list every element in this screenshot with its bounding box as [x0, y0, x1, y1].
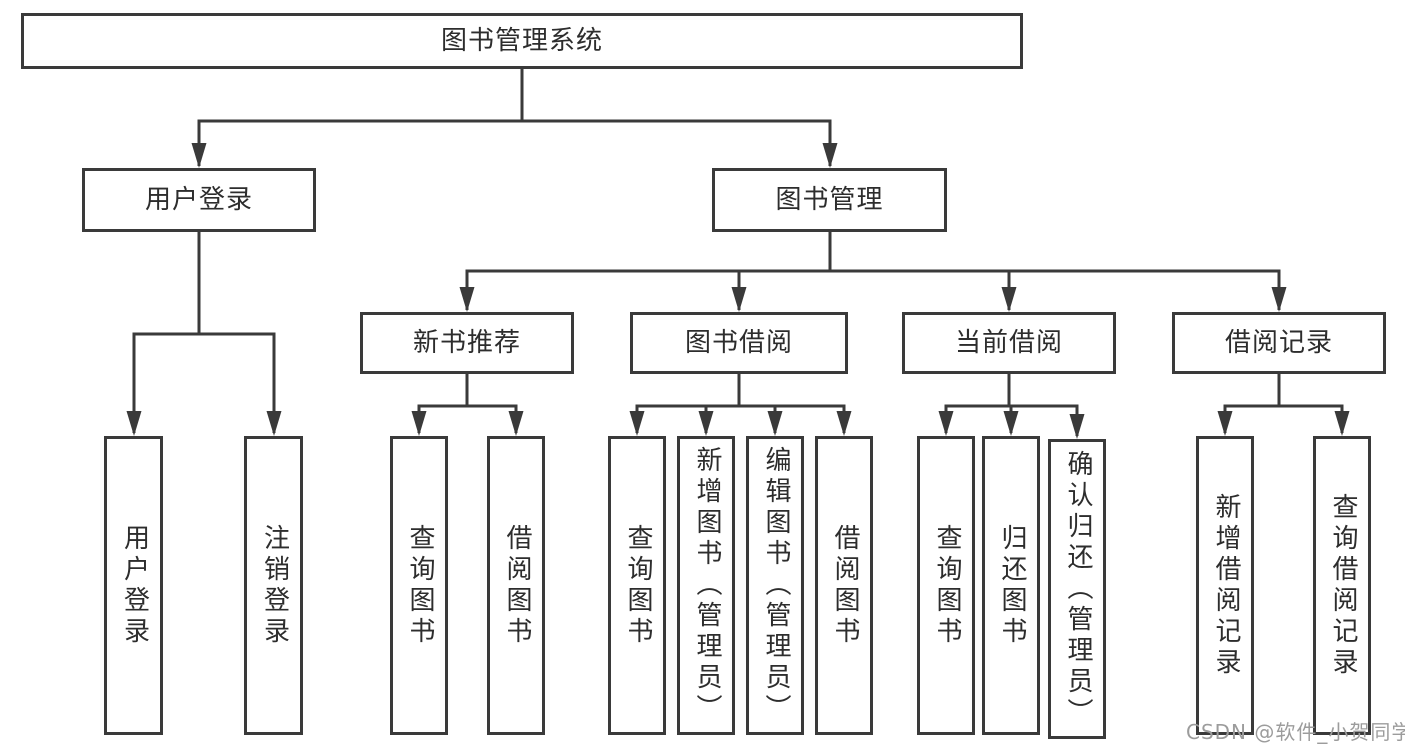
leaf-borrowing-query-book-label: 查询图书	[622, 523, 653, 648]
node-borrowing-records: 借阅记录	[1172, 312, 1386, 374]
leaf-recommend-borrow-book-label: 借阅图书	[501, 523, 532, 648]
leaf-records-add-record: 新增借阅记录	[1196, 436, 1254, 735]
node-borrowing-records-label: 借阅记录	[1224, 328, 1333, 358]
leaf-borrowing-edit-book-label: 编辑图书（管理员）	[760, 446, 791, 725]
leaf-recommend-query-book: 查询图书	[390, 436, 448, 735]
node-root-label: 图书管理系统	[440, 26, 603, 56]
leaf-recommend-query-book-label: 查询图书	[404, 523, 435, 648]
leaf-current-return-book: 归还图书	[982, 436, 1040, 735]
node-current-borrowing: 当前借阅	[902, 312, 1116, 374]
connector-records-to-leaves	[1223, 374, 1344, 433]
leaf-user-login: 用户登录	[104, 436, 163, 735]
leaf-recommend-borrow-book: 借阅图书	[487, 436, 545, 735]
leaf-borrowing-edit-book: 编辑图书（管理员）	[746, 436, 804, 735]
node-root-system: 图书管理系统	[21, 13, 1023, 69]
leaf-records-query-record-label: 查询借阅记录	[1327, 492, 1358, 679]
leaf-borrowing-add-book-label: 新增图书（管理员）	[691, 446, 722, 725]
node-new-book-recommendation-label: 新书推荐	[412, 328, 521, 358]
leaf-borrowing-query-book: 查询图书	[608, 436, 666, 735]
node-new-book-recommendation: 新书推荐	[360, 312, 574, 374]
node-user-login-label: 用户登录	[144, 185, 253, 215]
connector-root-to-level2	[197, 69, 832, 166]
csdn-watermark: CSDN @软件_小贺同学	[1186, 720, 1405, 744]
connector-book-management-to-level3	[465, 232, 1281, 310]
node-current-borrowing-label: 当前借阅	[954, 328, 1063, 358]
arrowheads	[126, 143, 1350, 439]
leaf-current-confirm-return-label: 确认归还（管理员）	[1062, 449, 1093, 729]
leaf-current-query-book-label: 查询图书	[931, 523, 962, 648]
leaf-logout: 注销登录	[244, 436, 303, 735]
node-book-management-label: 图书管理	[775, 185, 884, 215]
leaf-borrowing-add-book: 新增图书（管理员）	[677, 436, 735, 735]
connector-borrowing-to-leaves	[635, 374, 846, 433]
leaf-logout-label: 注销登录	[259, 523, 290, 648]
leaf-borrowing-borrow-book-label: 借阅图书	[829, 523, 860, 648]
node-book-borrowing-label: 图书借阅	[684, 328, 793, 358]
node-book-management: 图书管理	[712, 168, 947, 232]
node-book-borrowing: 图书借阅	[630, 312, 848, 374]
leaf-borrowing-borrow-book: 借阅图书	[815, 436, 873, 735]
leaf-user-login-label: 用户登录	[119, 523, 150, 648]
leaf-current-return-book-label: 归还图书	[996, 523, 1027, 648]
node-user-login: 用户登录	[82, 168, 316, 232]
leaf-current-confirm-return: 确认归还（管理员）	[1048, 439, 1106, 739]
leaf-current-query-book: 查询图书	[917, 436, 975, 735]
connector-user-login-to-leaves	[132, 232, 276, 433]
leaf-records-query-record: 查询借阅记录	[1313, 436, 1371, 735]
connector-recommendation-to-leaves	[417, 374, 518, 433]
leaf-records-add-record-label: 新增借阅记录	[1210, 492, 1241, 679]
